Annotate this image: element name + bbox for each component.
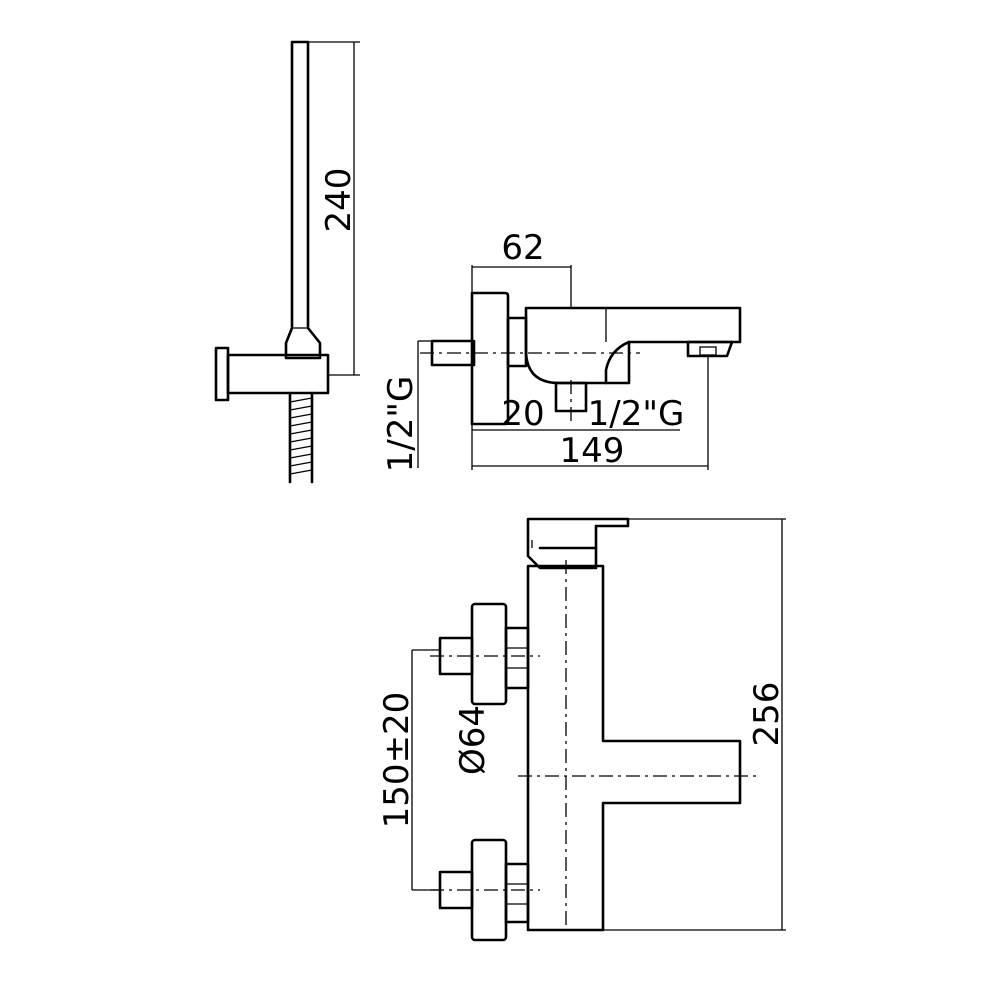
dimension-149: 149	[472, 356, 709, 471]
hand-shower-body	[284, 40, 322, 360]
mixer-body	[524, 306, 742, 385]
dimension-150-label: 150±20	[377, 692, 417, 829]
connection-nut	[506, 316, 528, 368]
side-view: 62 20 1/2"G 149 1/2"G	[381, 228, 742, 473]
dimension-240-label: 240	[319, 168, 359, 233]
hand-shower-view: 240	[214, 40, 360, 484]
dimension-256: 256	[603, 518, 787, 931]
upper-flange	[470, 602, 508, 706]
dimension-64-label: Ø64	[453, 705, 493, 775]
lever-handle	[526, 517, 630, 570]
dimension-256-label: 256	[747, 682, 787, 747]
dimension-240: 240	[308, 41, 360, 376]
inlet-thread-label: 1/2"G	[381, 376, 421, 473]
lower-inlet	[430, 838, 540, 942]
dimension-62: 62	[471, 228, 572, 308]
upper-inlet	[430, 602, 540, 706]
holder-bracket	[226, 353, 330, 395]
inlet-thread-dimension: 1/2"G	[381, 340, 432, 473]
mixer-front-body	[526, 564, 742, 932]
handle-curve	[604, 340, 631, 385]
holder-wall-plate	[214, 346, 230, 402]
dimension-150: 150±20	[377, 649, 440, 891]
upper-nut	[504, 626, 530, 690]
dimension-20: 20 1/2"G	[471, 394, 685, 470]
front-view: 150±20 Ø64 256	[377, 517, 787, 942]
wall-flange	[470, 291, 510, 426]
dimension-149-label: 149	[560, 431, 625, 471]
shower-hose	[288, 391, 314, 484]
lower-nut	[504, 862, 530, 924]
spout-aerator	[686, 340, 734, 358]
outlet-thread-label: 1/2"G	[588, 394, 685, 434]
dimension-20-label: 20	[501, 394, 544, 434]
dimension-62-label: 62	[501, 228, 544, 268]
